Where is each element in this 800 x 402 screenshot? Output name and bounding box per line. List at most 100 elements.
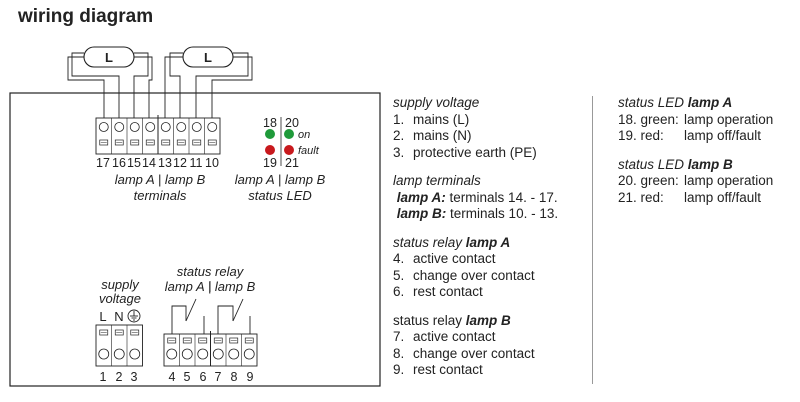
terminal-number: 17 bbox=[96, 156, 110, 170]
legend-column-1: supply voltage 1.mains (L) 2.mains (N) 3… bbox=[393, 95, 558, 391]
terminal-screw bbox=[243, 337, 255, 360]
legend-item: 7.active contact bbox=[393, 329, 496, 344]
terminal-number: 4 bbox=[169, 370, 176, 384]
terminal-screw bbox=[191, 122, 202, 146]
status-led-panel: 18 20 on fault 19 21 lamp A | lamp B sta… bbox=[235, 116, 326, 203]
terminal-screw bbox=[98, 329, 110, 360]
led-number-21: 21 bbox=[285, 156, 299, 170]
legend-led-a-heading: status LED lamp A bbox=[618, 95, 733, 110]
relay-caption-line1: status relay bbox=[177, 264, 245, 279]
legend-lamp-terminals: lamp terminals lamp A: terminals 14. - 1… bbox=[393, 173, 558, 223]
legend-item: 18. green:lamp operation bbox=[618, 111, 774, 127]
led-number-19: 19 bbox=[263, 156, 277, 170]
supply-terminal-block bbox=[95, 324, 143, 367]
legend-divider bbox=[592, 96, 593, 384]
terminal-screw bbox=[181, 337, 193, 360]
terminal-screw bbox=[228, 337, 240, 360]
led-fault-label: fault bbox=[298, 145, 320, 157]
terminal-number: 7 bbox=[215, 370, 222, 384]
legend-supply: supply voltage 1.mains (L) 2.mains (N) 3… bbox=[393, 95, 558, 161]
legend-item: 8.change over contact bbox=[393, 345, 535, 361]
legend-supply-heading: supply voltage bbox=[393, 95, 480, 110]
supply-caption-line2: voltage bbox=[99, 291, 141, 306]
legend-item: lamp A: terminals 14. - 17. bbox=[396, 189, 558, 205]
lamp-a-symbol: L bbox=[83, 46, 135, 68]
led-20-green bbox=[284, 129, 294, 139]
led-caption-line2: status LED bbox=[248, 188, 312, 203]
terminal-number: 9 bbox=[247, 370, 254, 384]
terminal-number: 13 bbox=[158, 156, 172, 170]
terminal-screw bbox=[114, 122, 125, 146]
supply-symbol-l: L bbox=[99, 309, 106, 324]
lamp-terminal-block bbox=[95, 115, 221, 155]
legend-relay-b-heading: status relay lamp B bbox=[393, 312, 511, 328]
terminal-screw bbox=[98, 122, 109, 146]
terminal-number: 10 bbox=[205, 156, 219, 170]
legend-relay-b: status relay lamp B 7.active contact 8.c… bbox=[393, 313, 558, 379]
terminal-number: 14 bbox=[142, 156, 156, 170]
terminal-screw bbox=[145, 122, 156, 146]
earth-icon bbox=[127, 309, 141, 323]
terminal-screw bbox=[113, 329, 125, 360]
legend-item: 21. red:lamp off/fault bbox=[618, 189, 762, 205]
terminal-number: 12 bbox=[173, 156, 187, 170]
legend-relay-a: status relay lamp A 4.active contact 5.c… bbox=[393, 235, 558, 301]
legend-led-b-heading: status LED lamp B bbox=[618, 156, 733, 172]
legend-item: 1.mains (L) bbox=[393, 111, 470, 127]
legend-relay-a-heading: status relay lamp A bbox=[393, 234, 511, 250]
terminal-screw bbox=[176, 122, 187, 146]
terminal-screw bbox=[160, 122, 171, 146]
terminal-number: 11 bbox=[190, 156, 203, 170]
terminal-number: 16 bbox=[112, 156, 126, 170]
lamp-a-wires bbox=[67, 52, 153, 120]
terminal-screw bbox=[207, 122, 218, 146]
terminal-screw bbox=[166, 337, 178, 360]
terminal-screw bbox=[129, 329, 141, 360]
led-on-label: on bbox=[298, 129, 310, 141]
legend-item: 5.change over contact bbox=[393, 267, 535, 283]
supply-terminal-numbers: 1 2 3 bbox=[100, 370, 138, 384]
legend-led-b: status LED lamp B 20. green:lamp operati… bbox=[618, 157, 773, 207]
device-housing bbox=[9, 92, 381, 387]
relay-contacts bbox=[171, 298, 251, 334]
terminal-number: 5 bbox=[184, 370, 191, 384]
led-number-20: 20 bbox=[285, 116, 299, 130]
lamp-terminal-numbers: 17 16 15 14 13 12 11 10 bbox=[96, 156, 219, 170]
terminal-number: 2 bbox=[116, 370, 123, 384]
legend-item: 3.protective earth (PE) bbox=[393, 144, 537, 160]
terminal-number: 3 bbox=[131, 370, 138, 384]
legend-lamp-terminals-heading: lamp terminals bbox=[393, 173, 481, 188]
lamp-b-symbol-label: L bbox=[204, 50, 212, 65]
relay-terminal-numbers: 4 5 6 7 8 9 bbox=[169, 370, 254, 384]
page-title: wiring diagram bbox=[18, 6, 154, 27]
led-18-green bbox=[265, 129, 275, 139]
supply-symbol-n: N bbox=[114, 309, 123, 324]
terminal-screw bbox=[212, 337, 224, 360]
led-21-red bbox=[284, 145, 294, 155]
lamp-b-symbol: L bbox=[182, 46, 234, 68]
terminal-screw bbox=[129, 122, 140, 146]
legend-column-2: status LED lamp A 18. green:lamp operati… bbox=[618, 95, 773, 218]
terminal-number: 8 bbox=[231, 370, 238, 384]
terminal-number: 6 bbox=[200, 370, 207, 384]
legend-item: 6.rest contact bbox=[393, 284, 483, 299]
relay-terminal-block bbox=[163, 331, 258, 367]
terminal-screw bbox=[197, 337, 209, 360]
led-caption-line1: lamp A | lamp B bbox=[235, 172, 326, 187]
supply-caption-line1: supply bbox=[101, 277, 140, 292]
legend-item: 9.rest contact bbox=[393, 362, 483, 377]
terminal-number: 1 bbox=[100, 370, 107, 384]
legend-item: lamp B: terminals 10. - 13. bbox=[396, 206, 559, 221]
lamp-a-symbol-label: L bbox=[105, 50, 113, 65]
legend-item: 20. green:lamp operation bbox=[618, 173, 774, 188]
lamp-terminals-caption-line2: terminals bbox=[134, 188, 187, 203]
lamp-b-wires bbox=[164, 52, 253, 120]
led-19-red bbox=[265, 145, 275, 155]
terminal-number: 15 bbox=[127, 156, 141, 170]
legend-led-a: status LED lamp A 18. green:lamp operati… bbox=[618, 95, 773, 145]
legend-item: 4.active contact bbox=[393, 251, 496, 266]
legend-item: 2.mains (N) bbox=[393, 128, 472, 143]
led-number-18: 18 bbox=[263, 116, 277, 130]
lamp-terminals-caption-line1: lamp A | lamp B bbox=[115, 172, 206, 187]
